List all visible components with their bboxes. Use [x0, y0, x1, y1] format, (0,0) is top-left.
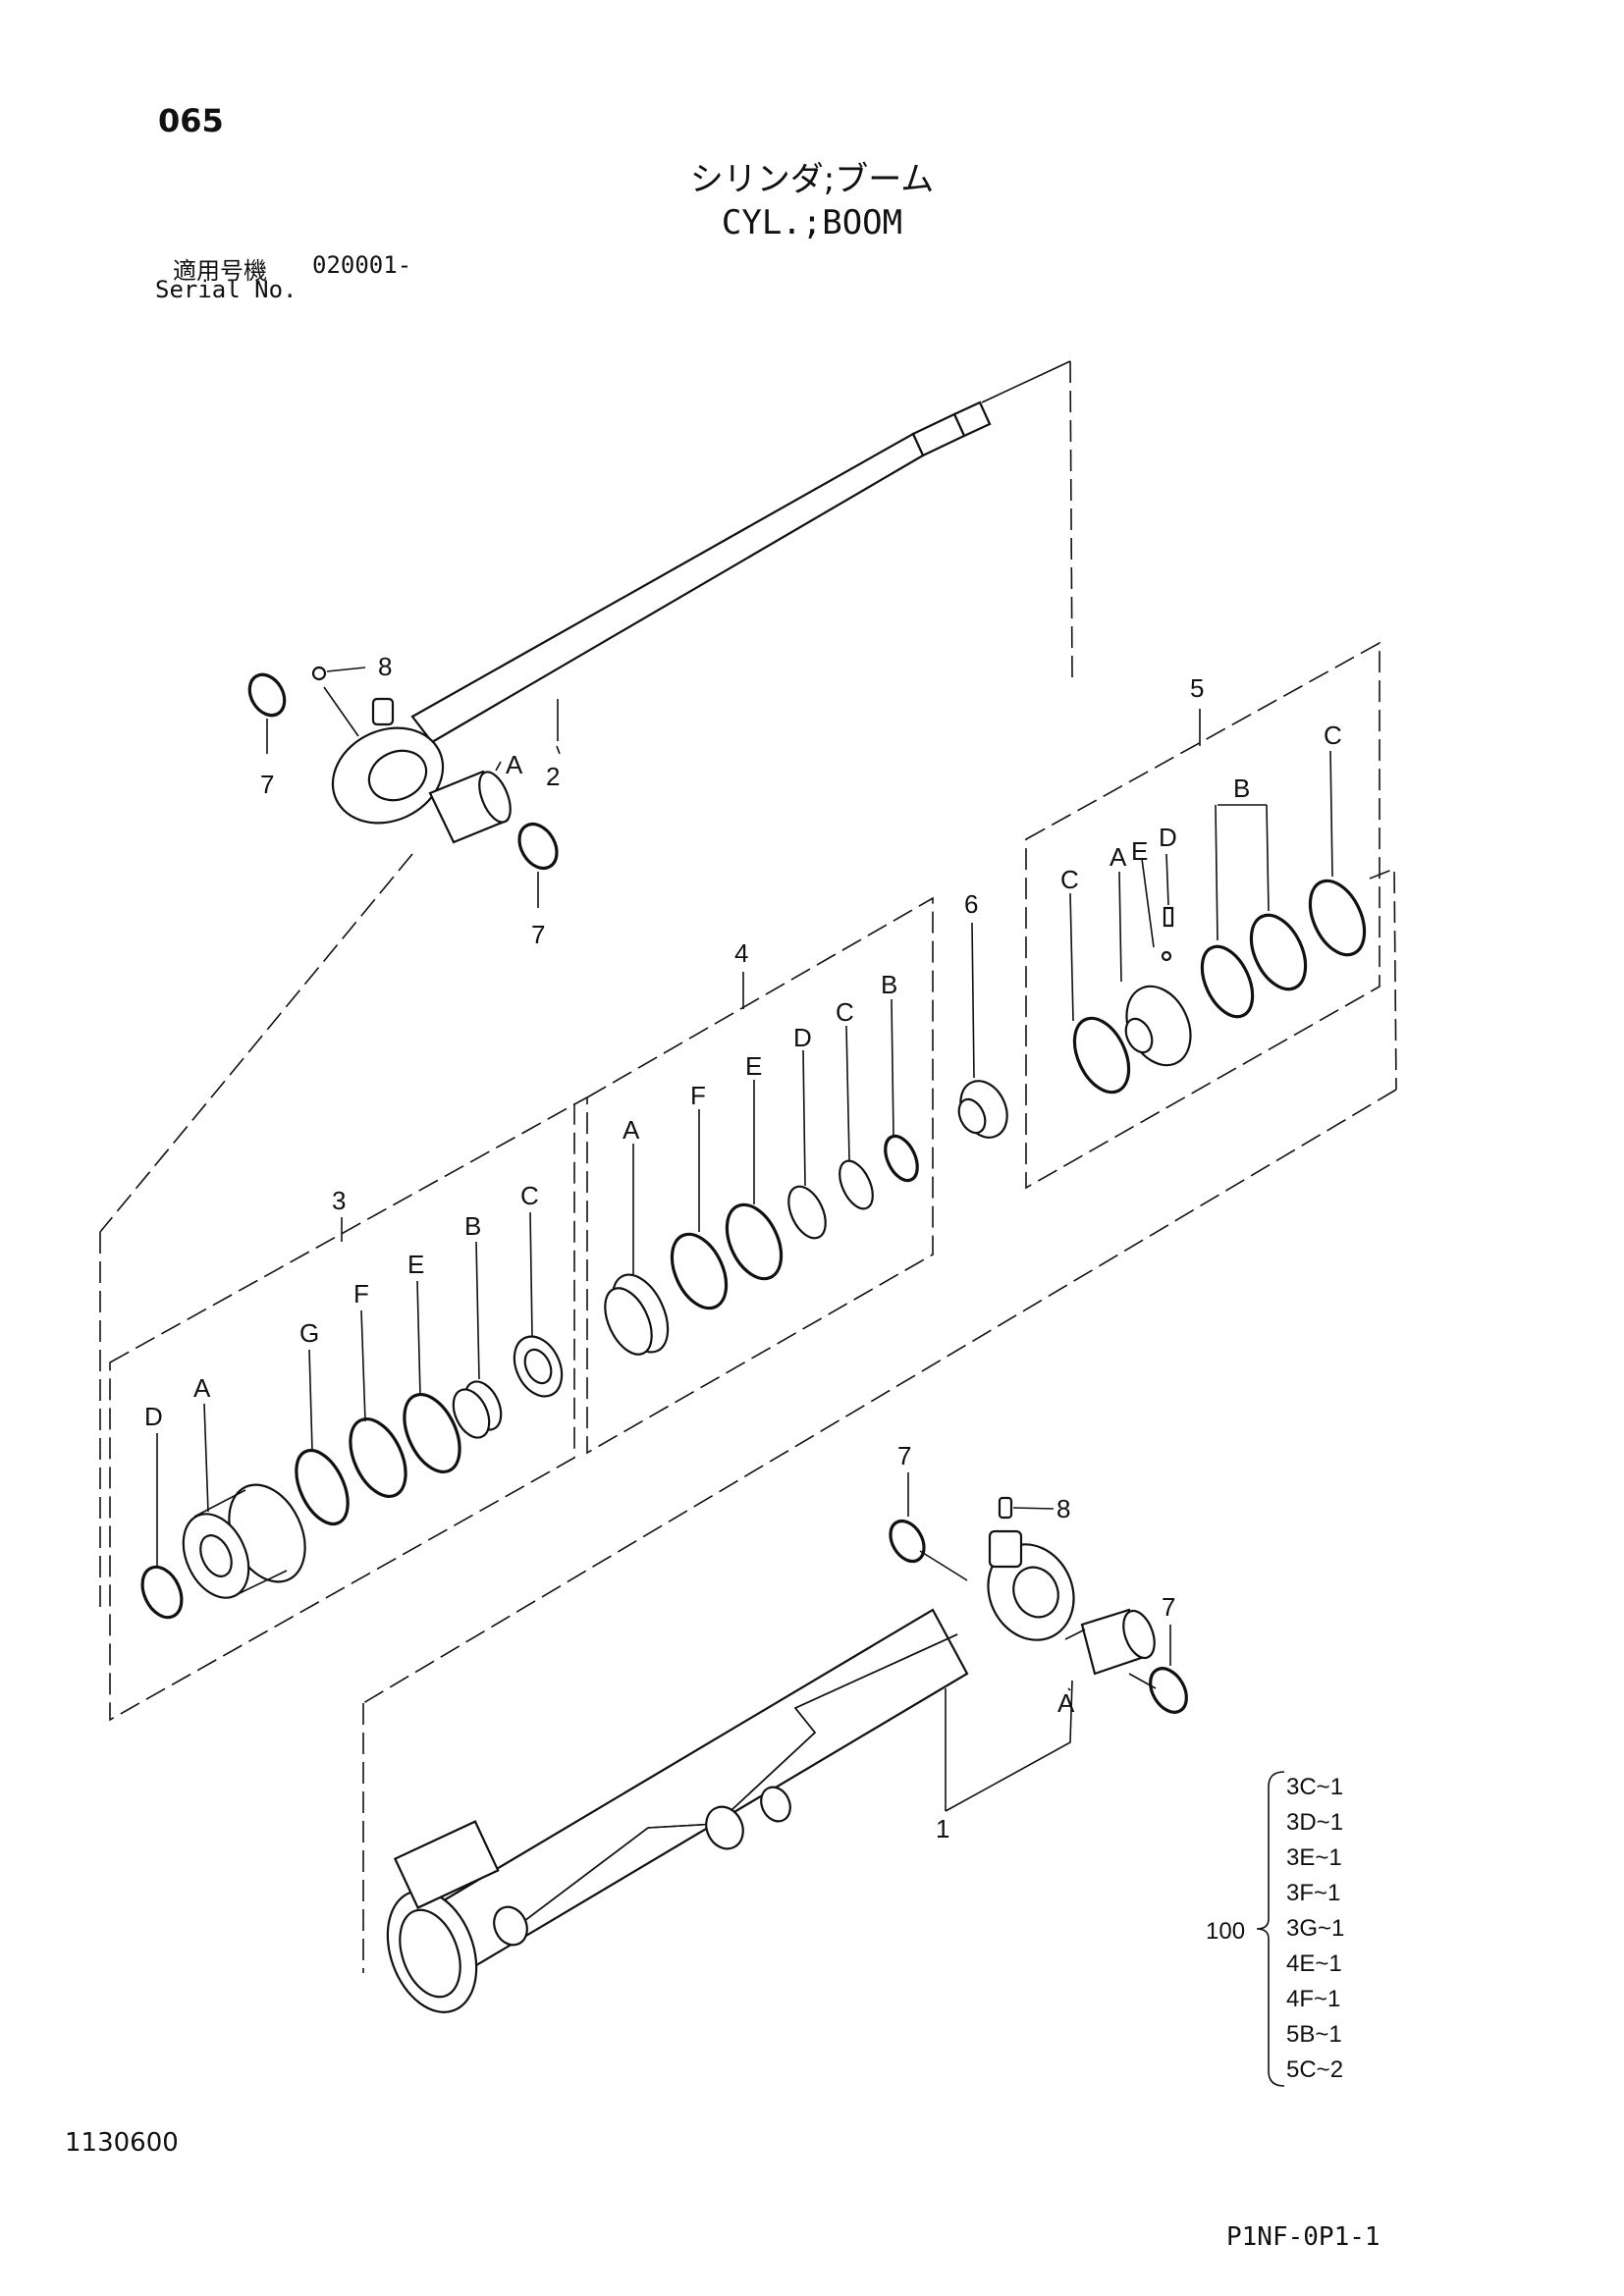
callout-E-g5: E [1131, 836, 1148, 866]
callout-E-g4: E [745, 1051, 762, 1081]
seal-ring-7-tube-lower [1128, 1625, 1188, 1714]
kit-item: 3E~1 [1286, 1844, 1342, 1871]
kit-number: 100 [1206, 1918, 1245, 1945]
callout-1: 1 [936, 1814, 949, 1843]
kit-item: 5C~2 [1286, 2056, 1343, 2083]
callout-2: 2 [546, 762, 560, 791]
callout-C-g4: C [836, 997, 854, 1027]
callout-D-g3: D [144, 1402, 163, 1431]
callout-3: 3 [332, 1186, 346, 1215]
part-6-spacer [957, 922, 1008, 1139]
kit-item: 3C~1 [1286, 1774, 1343, 1800]
kit-item: 3G~1 [1286, 1915, 1344, 1942]
callout-A-rod: A [506, 750, 523, 779]
serial-number-range: 020001- [312, 251, 412, 279]
callout-5: 5 [1190, 673, 1204, 703]
kit-item: 5B~1 [1286, 2021, 1342, 2048]
callout-7-lower-left: 7 [897, 1441, 911, 1470]
seal-ring-7-tube-upper [889, 1472, 968, 1581]
callout-D-g4: D [793, 1023, 812, 1052]
callout-B-g4: B [881, 970, 897, 999]
kit-item: 4E~1 [1286, 1950, 1342, 1977]
callout-7-upper-left: 7 [260, 770, 274, 799]
title-english: CYL.;BOOM [721, 203, 903, 242]
callout-8-upper: 8 [378, 652, 392, 681]
kit-item: 3F~1 [1286, 1880, 1340, 1906]
kit-item: 3D~1 [1286, 1809, 1343, 1836]
callout-C-g3: C [520, 1181, 539, 1210]
cylinder-head-group-3 [109, 1102, 575, 1722]
callout-B-g3: B [464, 1211, 481, 1241]
callout-7-upper-right: 7 [531, 920, 545, 949]
grease-fitting-8-lower [998, 1496, 1055, 1520]
callout-F-g3: F [353, 1279, 369, 1308]
serial-label-japanese: 適用号機 [173, 257, 267, 285]
callout-A-g4: A [623, 1115, 640, 1145]
page-code: P1NF-0P1-1 [1226, 2222, 1380, 2252]
callout-A-tube: A [1057, 1688, 1075, 1718]
seal-ring-7-rod-upper [247, 672, 287, 754]
callout-C-g5-right: C [1324, 721, 1342, 750]
callout-E-g3: E [407, 1250, 424, 1279]
serial-label-english: Serial No. [155, 276, 298, 303]
kit-item: 4F~1 [1286, 1986, 1340, 2012]
callout-A-g5: A [1110, 842, 1127, 872]
title-japanese: シリンダ;ブーム [689, 160, 935, 199]
assembly-guide-lines [99, 853, 1397, 1973]
document-code: 1130600 [65, 2128, 179, 2158]
page-number: 065 [158, 102, 224, 139]
callout-G-g3: G [299, 1318, 319, 1348]
callout-7-lower-right: 7 [1162, 1592, 1175, 1622]
callout-4: 4 [734, 938, 748, 968]
piston-group-4 [586, 896, 934, 1455]
callout-8-lower: 8 [1056, 1494, 1070, 1523]
kit-brace [1256, 1771, 1285, 2087]
callout-C-g5-left: C [1060, 865, 1079, 894]
grease-fitting-8-upper [311, 666, 366, 681]
piston-rod [323, 360, 1073, 844]
seal-ring-7-rod-lower [517, 822, 559, 908]
leader-bracket [945, 1680, 1073, 1812]
callout-B-g5: B [1233, 774, 1250, 803]
callout-F-g4: F [690, 1081, 706, 1110]
cylinder-tube [386, 1529, 1156, 2013]
callout-D-g5: D [1159, 823, 1177, 852]
callout-A-g3: A [193, 1373, 211, 1403]
callout-6: 6 [964, 889, 978, 919]
group-5-assembly [1025, 641, 1397, 1190]
